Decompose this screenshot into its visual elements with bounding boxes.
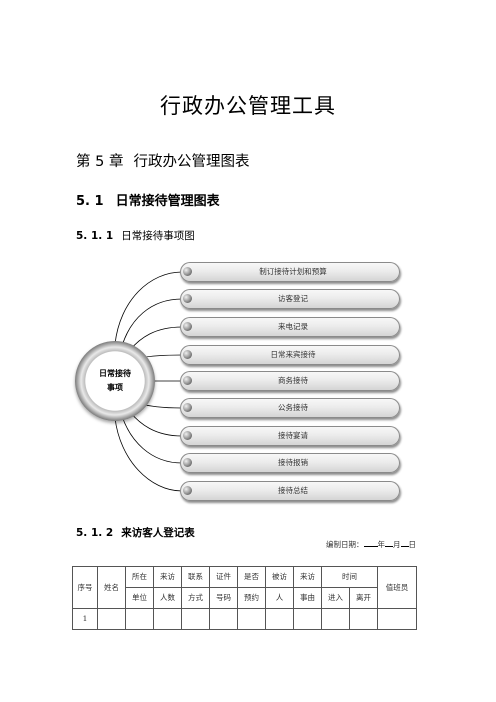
year-blank — [363, 538, 378, 547]
subsection-heading-2: 5. 1. 2 来访客人登记表 — [76, 525, 195, 540]
document-title: 行政办公管理工具 — [160, 94, 336, 118]
diagram-item-visitor-registration: 访客登记 — [180, 289, 400, 309]
header-count-top: 来访 — [153, 566, 182, 588]
header-leave: 离开 — [349, 587, 378, 609]
header-unit-top: 所在 — [125, 566, 154, 588]
bullet-icon — [183, 267, 192, 276]
visitor-registration-table: 序号 姓名 所在 来访 联系 证件 是否 被访 来访 时间 值班员 单位 人数 … — [72, 566, 417, 630]
diagram-hub-label: 日常接待 事项 — [86, 367, 144, 395]
table-cell[interactable] — [125, 608, 154, 630]
bullet-icon — [183, 431, 192, 440]
diagram-item-plan-budget: 制订接待计划和预算 — [180, 262, 400, 282]
diagram-item-daily-guest-reception: 日常来宾接待 — [180, 345, 400, 365]
section-number: 5. 1 — [76, 194, 104, 209]
hub-label-line-1: 日常接待 — [99, 369, 131, 378]
bullet-icon — [183, 486, 192, 495]
date-year-label: 年 — [377, 540, 386, 549]
diagram-item-official-reception: 公务接待 — [180, 398, 400, 418]
hub-label-line-2: 事项 — [107, 383, 123, 392]
connector-9 — [114, 417, 183, 492]
table-row: 1 — [72, 608, 417, 630]
diagram-item-reception-summary: 接待总结 — [180, 481, 400, 501]
table-cell[interactable] — [293, 608, 322, 630]
date-day-label: 日 — [408, 540, 417, 549]
connector-2 — [121, 298, 183, 347]
table-cell[interactable] — [237, 608, 266, 630]
connector-7 — [129, 411, 183, 437]
connector-1 — [114, 271, 183, 345]
header-contact-bottom: 方式 — [181, 587, 210, 609]
table-cell[interactable] — [181, 608, 210, 630]
connector-8 — [121, 415, 183, 464]
header-duty: 值班员 — [377, 566, 417, 609]
table-cell[interactable] — [209, 608, 238, 630]
header-id-bottom: 号码 — [209, 587, 238, 609]
connector-3 — [129, 326, 183, 351]
header-reason-top: 来访 — [293, 566, 322, 588]
subsection-title: 来访客人登记表 — [121, 527, 195, 539]
header-reason-bottom: 事由 — [293, 587, 322, 609]
header-id-top: 证件 — [209, 566, 238, 588]
date-prefix: 编制日期： — [326, 540, 364, 549]
bullet-icon — [183, 322, 192, 331]
chapter-number: 第 5 章 — [76, 154, 124, 170]
table-cell[interactable] — [153, 608, 182, 630]
header-appt-bottom: 预约 — [237, 587, 266, 609]
table-cell[interactable] — [265, 608, 294, 630]
diagram-item-reception-banquet: 接待宴请 — [180, 426, 400, 446]
header-count-bottom: 人数 — [153, 587, 182, 609]
header-time: 时间 — [321, 566, 378, 588]
header-visited-bottom: 人 — [265, 587, 294, 609]
subsection-number: 5. 1. 2 — [76, 527, 114, 539]
row-seq: 1 — [72, 608, 98, 630]
table-cell[interactable] — [97, 608, 126, 630]
diagram-hub-circle — [75, 341, 155, 421]
bullet-icon — [183, 403, 192, 412]
diagram-item-reception-reimbursement: 接待报销 — [180, 453, 400, 473]
table-cell[interactable] — [377, 608, 417, 630]
table-cell[interactable] — [349, 608, 378, 630]
table-cell[interactable] — [321, 608, 350, 630]
header-seq: 序号 — [72, 566, 98, 609]
subsection-number: 5. 1. 1 — [76, 230, 114, 242]
bullet-icon — [183, 294, 192, 303]
table-header-row-1: 序号 姓名 所在 来访 联系 证件 是否 被访 来访 时间 值班员 — [72, 566, 417, 609]
date-month-label: 月 — [393, 540, 401, 549]
section-title: 日常接待管理图表 — [115, 194, 220, 209]
header-enter: 进入 — [321, 587, 350, 609]
section-heading: 5. 1 日常接待管理图表 — [76, 190, 220, 209]
header-contact-top: 联系 — [181, 566, 210, 588]
subsection-title: 日常接待事项图 — [121, 230, 195, 242]
bullet-icon — [183, 458, 192, 467]
header-unit-bottom: 单位 — [125, 587, 154, 609]
header-name: 姓名 — [97, 566, 126, 609]
chapter-heading: 第 5 章行政办公管理图表 — [76, 150, 249, 171]
bullet-icon — [183, 350, 192, 359]
month-blank — [385, 538, 393, 547]
compile-date-line: 编制日期： 年月日 — [326, 538, 416, 550]
bullet-icon — [183, 376, 192, 385]
header-visited-top: 被访 — [265, 566, 294, 588]
diagram-item-business-reception: 商务接待 — [180, 371, 400, 391]
chapter-title: 行政办公管理图表 — [133, 154, 250, 170]
header-appt-top: 是否 — [237, 566, 266, 588]
subsection-heading-1: 5. 1. 1 日常接待事项图 — [76, 228, 195, 243]
day-blank — [400, 538, 409, 547]
diagram-item-call-record: 来电记录 — [180, 317, 400, 337]
